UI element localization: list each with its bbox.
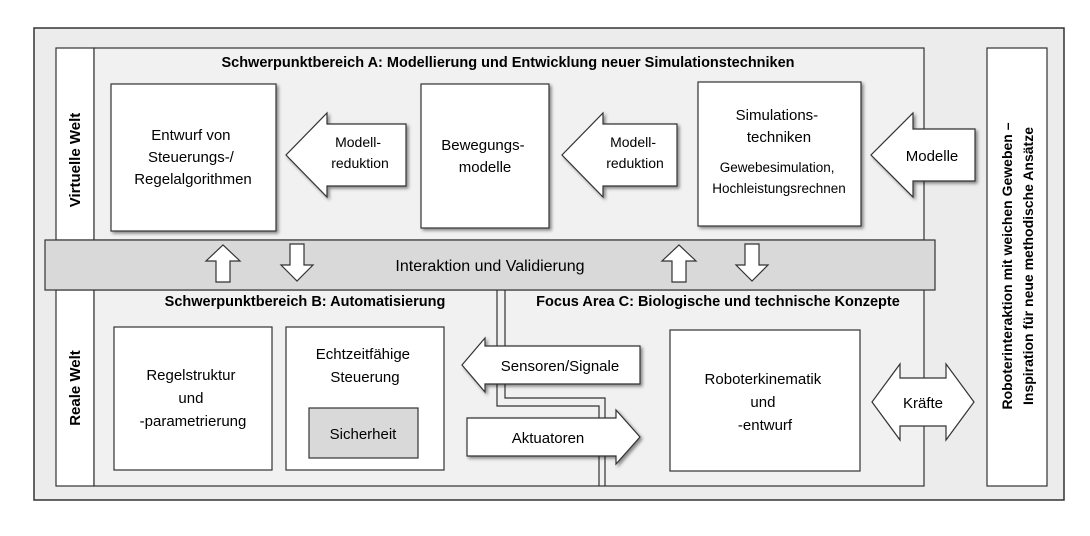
left-label-column-top [55,47,95,241]
box-motion-models [420,83,550,229]
label-virtual-world: Virtuelle Welt [67,113,84,207]
arrow-models-in-text: Modelle [906,148,959,165]
interaction-band-text: Interaktion und Validierung [395,258,584,275]
down-arrow-2 [734,243,770,282]
arrow-model-reduction-1 [285,111,407,199]
arrow-models-in [870,111,976,199]
up-arrow-2 [660,244,698,283]
arrow-actuators-text: Aktuatoren [512,430,585,447]
arrow-actuators [466,408,641,466]
interaction-band [44,239,936,291]
area-a-title: Schwerpunktbereich A: Modellierung und E… [221,55,794,71]
arrow-model-reduction-1-text: Modell- reduktion [331,134,389,171]
box-simulation-title: Simulations- techniken [736,107,823,146]
box-safety [308,407,419,459]
box-controller-design-text: Entwurf von Steuerungs-/ Regelalgorithme… [134,127,252,188]
box-simulation-techniques [697,81,862,227]
arrow-sensors-signals [461,336,641,394]
box-robot-kinematics [669,329,861,472]
box-realtime-control-text: Echtzeitfähige Steuerung [316,346,414,386]
box-robot-kinematics-text: Roboterkinematik und -entwurf [705,371,826,434]
label-real-world: Reale Welt [67,350,84,426]
box-control-structure [113,326,273,471]
area-b-title: Schwerpunktbereich B: Automatisierung [165,294,446,310]
arrow-forces [871,362,975,442]
arrow-sensors-signals-text: Sensoren/Signale [501,358,619,375]
box-controller-design [110,83,277,232]
right-label-line1: Roboterinteraktion mit weichen Geweben – [999,122,1015,409]
box-control-structure-text: Regelstruktur und -parametrierung [140,367,247,430]
down-arrow-1 [279,243,315,282]
box-motion-models-text: Bewegungs- modelle [441,137,529,176]
arrow-model-reduction-2-text: Modell- reduktion [606,134,664,171]
box-simulation-detail: Gewebesimulation, Hochleistungsrechnen [712,160,846,196]
area-c-title: Focus Area C: Biologische und technische… [536,294,900,310]
right-label-column [986,47,1048,487]
right-label-line2: Inspiration für neue methodische Ansätze [1020,127,1036,405]
arrow-forces-text: Kräfte [903,395,943,412]
box-safety-text: Sicherheit [330,426,398,443]
arrow-model-reduction-2 [561,111,678,199]
up-arrow-1 [204,244,242,283]
